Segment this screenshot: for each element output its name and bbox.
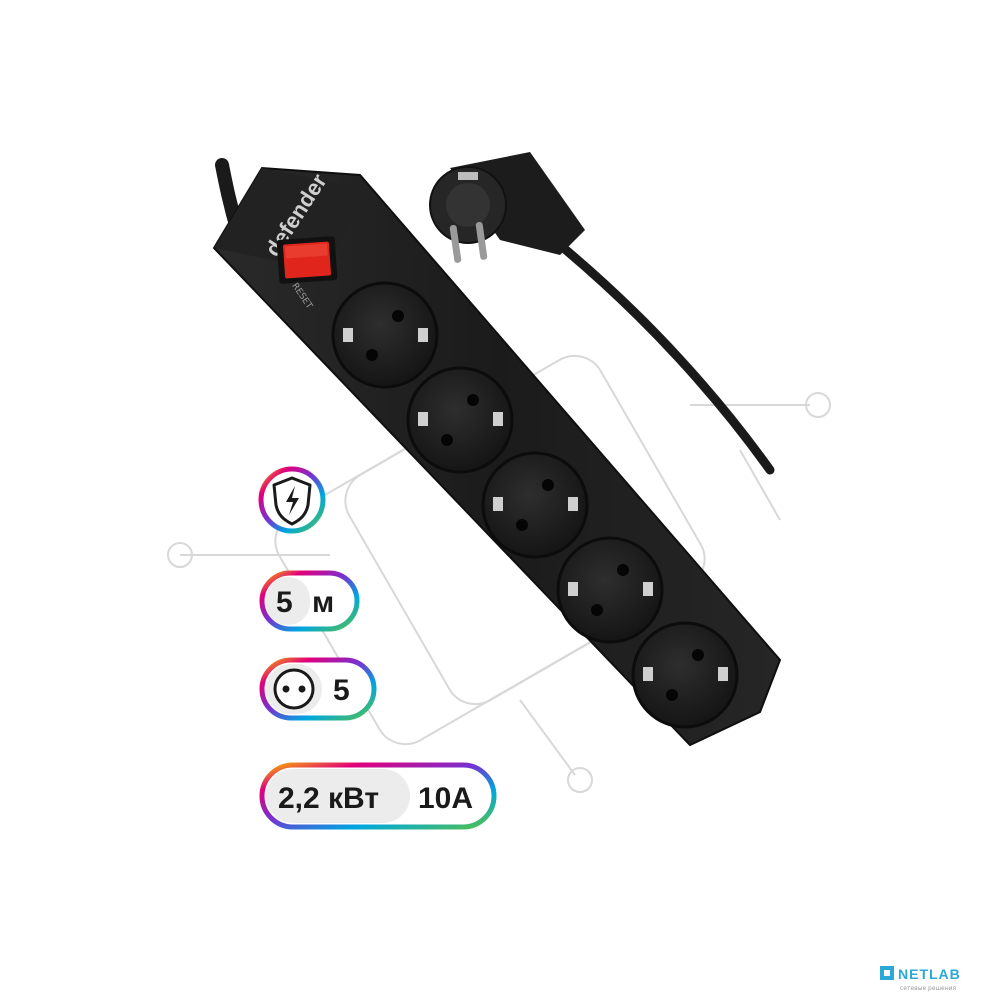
power-strip: defender RESET bbox=[212, 166, 782, 747]
power-badge: 2,2 кВт 10A bbox=[259, 762, 497, 830]
outlets-badge: 5 bbox=[259, 657, 377, 721]
socket-icon bbox=[273, 668, 315, 710]
plug-cable bbox=[555, 240, 775, 475]
length-badge: 5 м bbox=[259, 570, 360, 632]
socket-1 bbox=[331, 281, 439, 389]
socket-3 bbox=[481, 451, 589, 559]
outlets-count: 5 bbox=[333, 674, 350, 707]
lightning-shield-icon bbox=[272, 476, 312, 526]
current-value: 10A bbox=[418, 782, 473, 815]
socket-5 bbox=[631, 621, 739, 729]
socket-4 bbox=[556, 536, 664, 644]
plug bbox=[429, 152, 585, 263]
netlab-tagline: сетевые решения bbox=[900, 985, 957, 992]
netlab-logo: NETLAB сетевые решения bbox=[880, 966, 961, 992]
length-unit: м bbox=[312, 586, 334, 619]
power-switch: RESET bbox=[276, 236, 338, 311]
length-value: 5 bbox=[276, 586, 293, 619]
socket-2 bbox=[406, 366, 514, 474]
power-value: 2,2 кВт bbox=[278, 782, 379, 815]
surge-protection-badge bbox=[258, 466, 326, 534]
netlab-wordmark: NETLAB bbox=[898, 966, 961, 982]
